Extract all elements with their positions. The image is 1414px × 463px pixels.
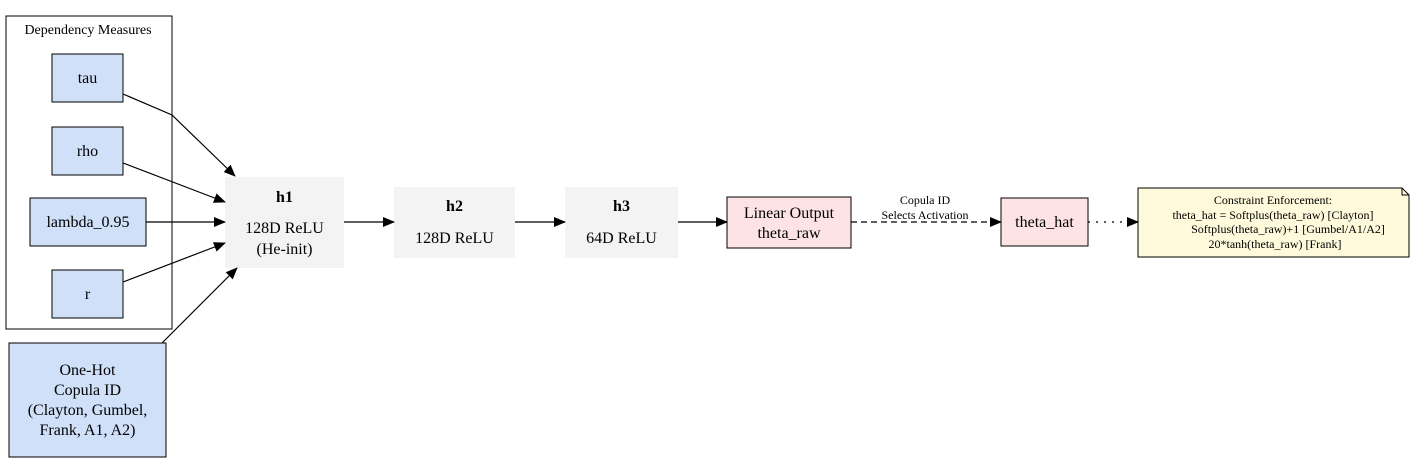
input-label-lambda: lambda_0.95 — [46, 214, 129, 231]
linear-output-line-2: theta_raw — [757, 225, 821, 242]
edge-label-copula: Copula ID Selects Activation — [882, 193, 969, 222]
onehot-line-3: (Clayton, Gumbel, — [28, 402, 148, 419]
edge-label-line-1: Copula ID — [900, 193, 951, 207]
onehot-line-2: Copula ID — [54, 382, 121, 399]
edge-label-line-2: Selects Activation — [882, 208, 969, 222]
layer-title-h1: h1 — [276, 189, 293, 206]
edge-r-h1 — [122, 242, 226, 283]
input-node-rho: rho — [51, 126, 124, 176]
note-line-4: 20*tanh(theta_raw) [Frank] — [1209, 237, 1342, 251]
edge-onehot-h1 — [161, 267, 238, 344]
layer-node-h1: h1 128D ReLU (He-init) — [225, 177, 344, 268]
linear-output-node: Linear Output theta_raw — [726, 196, 852, 249]
linear-output-line-1: Linear Output — [744, 205, 835, 222]
input-node-tau: tau — [51, 53, 124, 103]
layer-line-h3-1: 64D ReLU — [586, 230, 657, 247]
layer-node-h2: h2 128D ReLU — [394, 187, 515, 258]
input-label-tau: tau — [78, 70, 98, 87]
layer-line-h2-1: 128D ReLU — [415, 230, 494, 247]
input-node-r: r — [51, 269, 124, 319]
layer-title-h3: h3 — [613, 198, 630, 215]
edge-rho-h1 — [122, 162, 226, 203]
onehot-line-4: Frank, A1, A2) — [40, 422, 136, 439]
layer-line-h1-1: 128D ReLU — [245, 220, 324, 237]
note-line-1: Constraint Enforcement: — [1214, 193, 1332, 207]
constraint-note: Constraint Enforcement: theta_hat = Soft… — [1137, 187, 1410, 258]
edges — [122, 93, 1139, 344]
input-node-lambda: lambda_0.95 — [29, 197, 147, 247]
theta-hat-node: theta_hat — [1000, 197, 1089, 247]
layer-title-h2: h2 — [446, 198, 463, 215]
dependency-measures-cluster: Dependency Measures — [5, 15, 173, 330]
note-line-3: Softplus(theta_raw)+1 [Gumbel/A1/A2] — [1191, 222, 1385, 236]
edge-tau-h1 — [122, 93, 236, 177]
note-line-2: theta_hat = Softplus(theta_raw) [Clayton… — [1172, 208, 1373, 222]
onehot-line-1: One-Hot — [60, 362, 117, 379]
cluster-label: Dependency Measures — [24, 23, 151, 38]
onehot-copula-node: One-Hot Copula ID (Clayton, Gumbel, Fran… — [8, 342, 167, 458]
input-label-r: r — [85, 286, 91, 303]
layer-node-h3: h3 64D ReLU — [565, 187, 678, 258]
layer-line-h1-2: (He-init) — [257, 241, 313, 258]
theta-hat-label: theta_hat — [1015, 214, 1074, 231]
input-label-rho: rho — [77, 143, 98, 160]
